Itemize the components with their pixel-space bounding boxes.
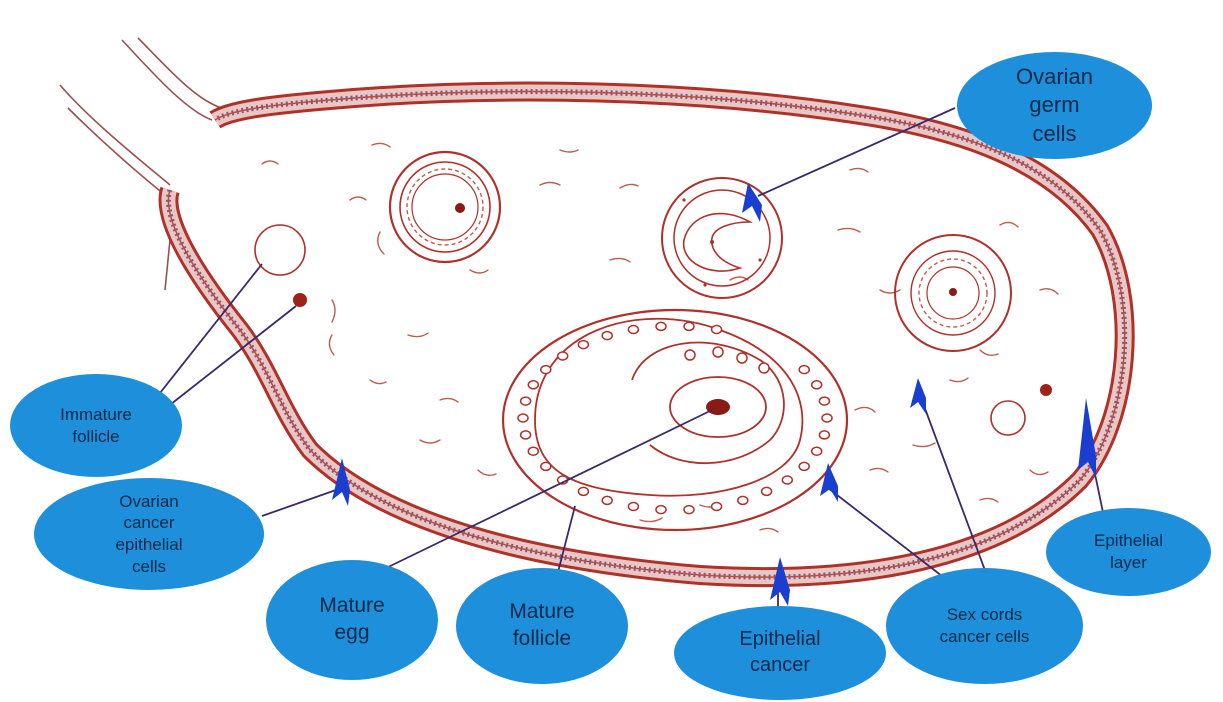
granulosa-cell [819,431,829,439]
label-text: Mature follicle [509,599,574,653]
granulosa-cell [541,366,551,374]
granulosa-cell [759,363,769,373]
granulosa-cell [602,332,612,340]
granulosa-cell [521,397,531,405]
granulosa-cell [628,503,638,511]
granulosa-cell [762,487,772,495]
granulosa-cell [712,503,722,511]
granulosa-cell [799,366,809,374]
granulosa-cell [822,414,832,422]
label-text: Ovarian germ cells [1016,63,1093,147]
label-epithelial-layer: Epithelial layer [1046,508,1211,596]
ovary-wall [168,92,1124,578]
granulosa-cell [684,322,694,330]
granulosa-cell [656,322,666,330]
granulosa-cell [628,326,638,334]
label-sex-cords-cancer-cells: Sex cords cancer cells [886,568,1083,684]
granulosa-cell [812,381,822,389]
granulosa-cell [799,462,809,470]
granulosa-cell [518,414,528,422]
label-immature-follicle: Immature follicle [10,374,182,477]
granulosa-cell [528,447,538,455]
label-text: Epithelial cancer [739,627,820,678]
ovary-stalk [60,38,222,290]
granulosa-cell [782,476,792,484]
label-ovarian-cancer-epithelial-cells: Ovarian cancer epithelial cells [34,478,264,590]
label-mature-egg: Mature egg [266,560,438,680]
marker-germ-cells [742,183,762,222]
follicle-germ-cells [662,178,782,298]
marker-sex-cords-2 [910,378,926,414]
marker-sex-cords-1 [820,463,838,502]
granulosa-cell [558,352,568,360]
label-text: Ovarian cancer epithelial cells [115,491,182,578]
granulosa-cell [685,350,695,360]
label-text: Mature egg [319,593,384,647]
stroma-marks [262,143,1058,532]
follicle-top-left [390,152,500,262]
follicle-right [895,235,1011,351]
granulosa-cell [819,397,829,405]
granulosa-cell [812,447,822,455]
granulosa-cell [737,353,747,363]
granulosa-cell [712,326,722,334]
granulosa-cell [738,496,748,504]
label-mature-follicle: Mature follicle [456,568,628,684]
label-text: Sex cords cancer cells [940,604,1030,648]
granulosa-cell [684,506,694,514]
granulosa-cell [713,347,723,357]
granulosa-cell [578,487,588,495]
label-text: Immature follicle [60,404,132,448]
granulosa-cell [528,381,538,389]
leader-lines [160,108,1105,612]
granulosa-cell [602,496,612,504]
mature-follicle [503,310,847,530]
granulosa-cell [578,341,588,349]
granulosa-cell [656,506,666,514]
label-text: Epithelial layer [1094,530,1163,574]
granulosa-cell [521,431,531,439]
label-epithelial-cancer: Epithelial cancer [674,606,886,700]
granulosa-cell [541,462,551,470]
label-ovarian-germ-cells: Ovarian germ cells [957,52,1152,159]
